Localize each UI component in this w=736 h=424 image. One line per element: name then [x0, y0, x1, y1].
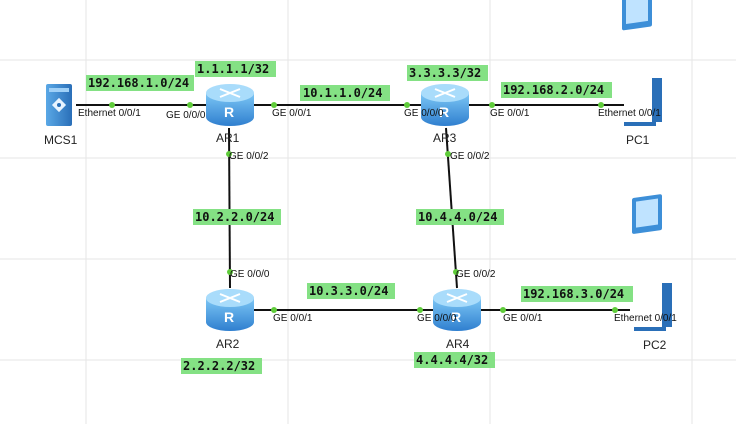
- subnet-tag: 192.168.2.0/24: [501, 82, 612, 98]
- router-icon: R: [421, 84, 469, 126]
- subnet-tag: 10.3.3.0/24: [307, 283, 395, 299]
- port-label: Ethernet 0/0/1: [598, 108, 661, 119]
- device-label: PC1: [626, 133, 650, 147]
- port-label: GE 0/0/1: [273, 313, 313, 324]
- svg-text:192.168.3.0/24: 192.168.3.0/24: [523, 287, 624, 301]
- device-label: PC2: [643, 338, 667, 352]
- port-dot: [612, 307, 618, 313]
- subnet-tag: 192.168.1.0/24: [86, 75, 194, 91]
- links: [76, 104, 630, 311]
- subnet-tag: 10.2.2.0/24: [193, 209, 281, 225]
- port-label: Ethernet 0/0/1: [614, 313, 677, 324]
- device-ar4[interactable]: R AR4: [433, 289, 481, 351]
- port-dot: [404, 102, 410, 108]
- router-icon: R: [433, 289, 481, 331]
- svg-text:1.1.1.1/32: 1.1.1.1/32: [197, 62, 269, 76]
- router-icon: R: [206, 84, 254, 126]
- port-label: GE 0/0/2: [450, 151, 490, 162]
- port-dot: [417, 307, 423, 313]
- port-label: GE 0/0/1: [272, 108, 312, 119]
- svg-text:2.2.2.2/32: 2.2.2.2/32: [183, 359, 255, 373]
- svg-text:10.2.2.0/24: 10.2.2.0/24: [195, 210, 274, 224]
- port-label: GE 0/0/2: [229, 151, 269, 162]
- subnet-tag: 10.1.1.0/24: [300, 85, 390, 101]
- pc-icon: [632, 194, 672, 331]
- loopback-tag: 3.3.3.3/32: [407, 65, 488, 81]
- device-label: AR1: [216, 131, 240, 145]
- server-icon: [46, 84, 72, 126]
- port-dot: [271, 102, 277, 108]
- device-ar2[interactable]: R AR2: [206, 289, 254, 351]
- svg-text:192.168.1.0/24: 192.168.1.0/24: [88, 76, 189, 90]
- port-label: GE 0/0/0: [230, 269, 270, 280]
- port-dot: [445, 151, 451, 157]
- loopback-tag: 1.1.1.1/32: [195, 61, 276, 77]
- svg-text:10.4.4.0/24: 10.4.4.0/24: [418, 210, 497, 224]
- port-dot: [489, 102, 495, 108]
- router-icon: R: [206, 289, 254, 331]
- device-label: AR3: [433, 131, 457, 145]
- port-label: GE 0/0/0: [417, 313, 457, 324]
- port-label: Ethernet 0/0/1: [78, 108, 141, 119]
- port-label: GE 0/0/2: [456, 269, 496, 280]
- device-label: MCS1: [44, 133, 78, 147]
- pc-icon: [622, 0, 662, 126]
- port-dot: [453, 269, 459, 275]
- device-pc1[interactable]: PC1: [622, 0, 662, 147]
- port-dot: [598, 102, 604, 108]
- port-label: GE 0/0/1: [490, 108, 530, 119]
- device-ar3[interactable]: R AR3: [421, 84, 469, 145]
- port-dot: [500, 307, 506, 313]
- device-label: AR4: [446, 337, 470, 351]
- device-label: AR2: [216, 337, 240, 351]
- port-labels: Ethernet 0/0/1 GE 0/0/0 GE 0/0/1 GE 0/0/…: [78, 108, 677, 324]
- port-label: GE 0/0/0: [166, 110, 206, 121]
- port-dot: [227, 269, 233, 275]
- loopback-tag: 4.4.4.4/32: [414, 352, 495, 368]
- port-dot: [187, 102, 193, 108]
- port-dots: [109, 102, 618, 313]
- loopback-tag: 2.2.2.2/32: [181, 358, 262, 374]
- device-ar1[interactable]: R AR1: [206, 84, 254, 145]
- svg-text:4.4.4.4/32: 4.4.4.4/32: [416, 353, 488, 367]
- subnet-tag: 10.4.4.0/24: [416, 209, 504, 225]
- port-label: GE 0/0/0: [404, 108, 444, 119]
- port-dot: [226, 151, 232, 157]
- port-label: GE 0/0/1: [503, 313, 543, 324]
- svg-text:3.3.3.3/32: 3.3.3.3/32: [409, 66, 481, 80]
- port-dot: [271, 307, 277, 313]
- svg-text:R: R: [451, 309, 461, 325]
- svg-text:R: R: [439, 104, 449, 120]
- svg-text:10.3.3.0/24: 10.3.3.0/24: [309, 284, 388, 298]
- subnet-tag: 192.168.3.0/24: [521, 286, 633, 302]
- svg-text:10.1.1.0/24: 10.1.1.0/24: [303, 86, 382, 100]
- svg-text:192.168.2.0/24: 192.168.2.0/24: [503, 83, 604, 97]
- device-mcs1[interactable]: MCS1: [44, 84, 78, 147]
- svg-text:R: R: [224, 104, 234, 120]
- port-dot: [109, 102, 115, 108]
- device-pc2[interactable]: PC2: [632, 194, 672, 352]
- svg-text:R: R: [224, 309, 234, 325]
